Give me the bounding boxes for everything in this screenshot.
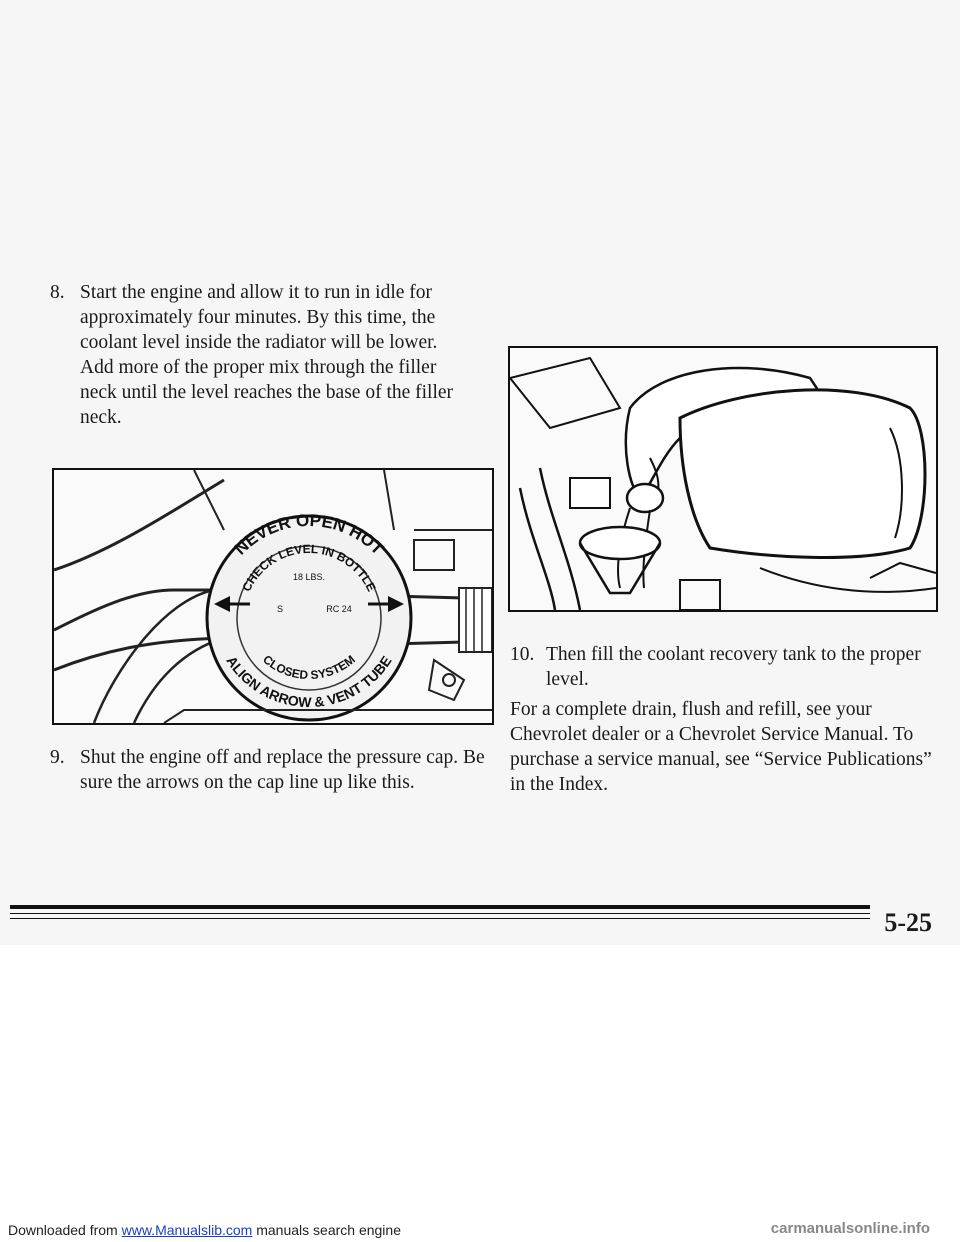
body-paragraph: For a complete drain, flush and refill, … [510, 699, 932, 795]
watermark: carmanualsonline.info [770, 1220, 930, 1237]
page-number: 5-25 [884, 908, 932, 937]
footer-rule-thin-2 [10, 918, 870, 919]
step-8: 8. Start the engine and allow it to run … [50, 280, 470, 430]
step-10-number: 10. [510, 644, 535, 665]
footer-rule-thin [10, 913, 870, 914]
cap-label-pressure: 18 LBS. [293, 572, 325, 582]
coolant-pouring-drawing [510, 356, 936, 610]
footer-suffix: manuals search engine [252, 1222, 401, 1238]
step-8-text: Start the engine and allow it to run in … [80, 282, 454, 428]
step-10-text: Then fill the coolant recovery tank to t… [546, 644, 921, 690]
cap-label-rc: RC 24 [326, 604, 352, 614]
step-9: 9. Shut the engine off and replace the p… [50, 745, 490, 795]
pressure-cap-illustration: NEVER OPEN HOT CHECK LEVEL IN BOTTLE CLO… [52, 468, 494, 725]
manualslib-link[interactable]: www.Manualslib.com [121, 1222, 253, 1238]
step-9-text: Shut the engine off and replace the pres… [80, 747, 485, 793]
right-arrow-icon [388, 596, 404, 612]
footer-prefix: Downloaded from [8, 1222, 122, 1238]
pressure-cap-drawing: NEVER OPEN HOT CHECK LEVEL IN BOTTLE CLO… [54, 470, 492, 723]
download-footer: Downloaded from www.Manualslib.com manua… [0, 1216, 960, 1242]
coolant-pouring-illustration [508, 346, 938, 612]
step-8-number: 8. [50, 282, 65, 303]
step-9-number: 9. [50, 747, 65, 768]
cap-label-s: S [277, 604, 283, 614]
manual-page: 8. Start the engine and allow it to run … [10, 280, 938, 937]
step-10: 10. Then fill the coolant recovery tank … [510, 642, 930, 692]
left-arrow-icon [214, 596, 230, 612]
footer-rule-thick [10, 905, 870, 909]
download-source: Downloaded from www.Manualslib.com manua… [8, 1222, 401, 1238]
